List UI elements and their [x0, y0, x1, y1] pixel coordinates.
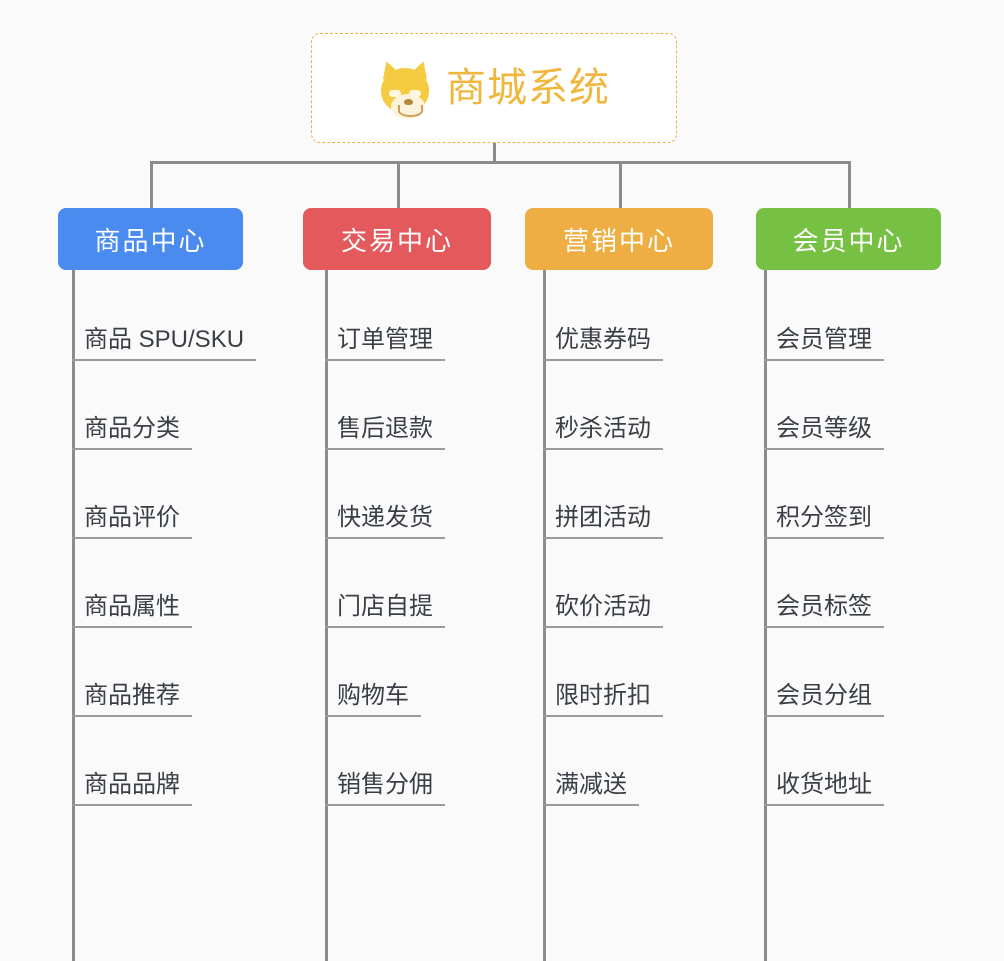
- list-item[interactable]: 销售分佣: [325, 717, 445, 806]
- dog-nose-icon: [404, 99, 413, 105]
- leaf-label: 收货地址: [764, 771, 884, 806]
- leaf-label: 销售分佣: [325, 771, 445, 806]
- list-item[interactable]: 秒杀活动: [543, 361, 663, 450]
- list-item[interactable]: 售后退款: [325, 361, 445, 450]
- dog-eye-right-icon: [409, 90, 421, 97]
- leaf-label: 商品品牌: [72, 771, 192, 806]
- list-item[interactable]: 拼团活动: [543, 450, 663, 539]
- leaf-label: 会员标签: [764, 593, 884, 628]
- leaf-label: 商品属性: [72, 593, 192, 628]
- leaf-label: 满减送: [543, 771, 639, 806]
- mindmap-canvas: 商城系统 商品中心 商品 SPU/SKU 商品分类 商品评价 商品属性 商品推荐…: [58, 33, 941, 961]
- branch-spine: [764, 270, 767, 961]
- list-item[interactable]: 商品推荐: [72, 628, 256, 717]
- list-item[interactable]: 订单管理: [325, 272, 445, 361]
- branch-spine: [543, 270, 546, 961]
- list-item[interactable]: 商品 SPU/SKU: [72, 272, 257, 361]
- list-item[interactable]: 限时折扣: [543, 628, 663, 717]
- root-node[interactable]: 商城系统: [311, 33, 677, 143]
- leaf-label: 购物车: [325, 682, 421, 717]
- leaf-label: 积分签到: [764, 504, 884, 539]
- list-item[interactable]: 会员管理: [764, 272, 884, 361]
- root-title: 商城系统: [446, 66, 610, 110]
- list-item[interactable]: 收货地址: [764, 717, 884, 806]
- leaf-label: 优惠券码: [543, 326, 663, 361]
- dog-head-icon: [381, 68, 429, 119]
- list-item[interactable]: 满减送: [543, 717, 663, 806]
- leaf-label: 秒杀活动: [543, 415, 663, 450]
- leaf-label: 商品推荐: [72, 682, 192, 717]
- list-item[interactable]: 优惠券码: [543, 272, 663, 361]
- branch-header-trade[interactable]: 交易中心: [303, 208, 491, 270]
- list-item[interactable]: 砍价活动: [543, 539, 663, 628]
- leaf-label: 砍价活动: [543, 593, 663, 628]
- list-item[interactable]: 购物车: [325, 628, 445, 717]
- leaf-label: 售后退款: [325, 415, 445, 450]
- leaf-list-marketing: 优惠券码 秒杀活动 拼团活动 砍价活动 限时折扣 满减送: [543, 272, 663, 806]
- leaf-label: 商品分类: [72, 415, 192, 450]
- shiba-dog-icon: [377, 58, 433, 119]
- dog-eye-left-icon: [389, 90, 401, 97]
- leaf-list-product: 商品 SPU/SKU 商品分类 商品评价 商品属性 商品推荐 商品品牌: [72, 272, 257, 806]
- leaf-label: 快递发货: [325, 504, 445, 539]
- branch-connector-drop: [397, 161, 400, 208]
- branch-spine: [325, 270, 328, 961]
- branch-header-member[interactable]: 会员中心: [756, 208, 941, 270]
- leaf-label: 会员管理: [764, 326, 884, 361]
- leaf-list-trade: 订单管理 售后退款 快递发货 门店自提 购物车 销售分佣: [325, 272, 445, 806]
- branch-header-product[interactable]: 商品中心: [58, 208, 243, 270]
- list-item[interactable]: 积分签到: [764, 450, 884, 539]
- branch-connector-drop: [150, 161, 153, 208]
- leaf-label: 会员等级: [764, 415, 884, 450]
- leaf-label: 门店自提: [325, 593, 445, 628]
- list-item[interactable]: 会员分组: [764, 628, 884, 717]
- branch-spine: [72, 270, 75, 961]
- root-connector-bus: [150, 161, 850, 164]
- list-item[interactable]: 商品属性: [72, 539, 256, 628]
- leaf-list-member: 会员管理 会员等级 积分签到 会员标签 会员分组 收货地址: [764, 272, 884, 806]
- branch-header-marketing[interactable]: 营销中心: [525, 208, 713, 270]
- list-item[interactable]: 会员等级: [764, 361, 884, 450]
- dog-mouth-icon: [398, 105, 423, 117]
- list-item[interactable]: 门店自提: [325, 539, 445, 628]
- list-item[interactable]: 会员标签: [764, 539, 884, 628]
- leaf-label: 限时折扣: [543, 682, 663, 717]
- list-item[interactable]: 商品品牌: [72, 717, 256, 806]
- leaf-label: 会员分组: [764, 682, 884, 717]
- list-item[interactable]: 快递发货: [325, 450, 445, 539]
- list-item[interactable]: 商品分类: [72, 361, 256, 450]
- leaf-label: 订单管理: [325, 326, 445, 361]
- list-item[interactable]: 商品评价: [72, 450, 256, 539]
- branch-connector-drop: [619, 161, 622, 208]
- branch-connector-drop: [848, 161, 851, 208]
- root-connector-stem: [493, 143, 496, 163]
- leaf-label: 商品 SPU/SKU: [72, 326, 257, 361]
- leaf-label: 拼团活动: [543, 504, 663, 539]
- leaf-label: 商品评价: [72, 504, 192, 539]
